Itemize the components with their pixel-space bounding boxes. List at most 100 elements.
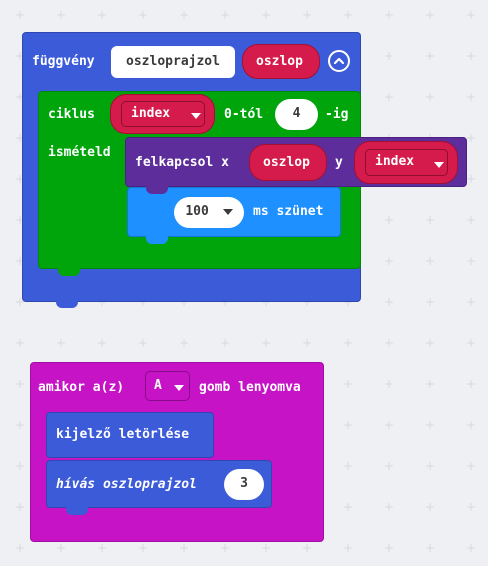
grid-plus-mark: + (261, 541, 272, 555)
grid-plus-mark: + (466, 377, 477, 391)
grid-plus-mark: + (425, 336, 436, 350)
grid-plus-mark: + (384, 377, 395, 391)
grid-plus-mark: + (466, 541, 477, 555)
grid-plus-mark: + (466, 336, 477, 350)
grid-plus-mark: + (425, 8, 436, 22)
grid-plus-mark: + (179, 541, 190, 555)
grid-plus-mark: + (425, 418, 436, 432)
grid-plus-mark: + (261, 8, 272, 22)
grid-plus-mark: + (138, 336, 149, 350)
grid-plus-mark: + (15, 90, 26, 104)
plot-y-label: y (335, 155, 343, 170)
function-param-oszlop[interactable]: oszlop (242, 44, 320, 79)
call-arg-field[interactable]: 3 (224, 469, 264, 500)
chevron-down-icon (428, 154, 444, 173)
loop-var-dropdown[interactable]: index (121, 101, 205, 127)
grid-plus-mark: + (384, 459, 395, 473)
grid-plus-mark: + (466, 500, 477, 514)
event-button-dropdown[interactable]: A (145, 371, 190, 401)
clear-screen-block[interactable] (46, 412, 214, 458)
grid-plus-mark: + (15, 49, 26, 63)
grid-plus-mark: + (15, 500, 26, 514)
plot-y-dropdown[interactable]: index (365, 149, 448, 176)
grid-plus-mark: + (384, 90, 395, 104)
grid-plus-mark: + (15, 418, 26, 432)
grid-plus-mark: + (343, 336, 354, 350)
grid-plus-mark: + (97, 336, 108, 350)
loop-to-label: -ig (325, 107, 349, 122)
event-label-prefix: amikor a(z) (38, 380, 125, 395)
grid-plus-mark: + (425, 541, 436, 555)
grid-plus-mark: + (220, 336, 231, 350)
chevron-down-icon (168, 377, 184, 396)
grid-plus-mark: + (179, 8, 190, 22)
grid-plus-mark: + (15, 172, 26, 186)
grid-plus-mark: + (15, 131, 26, 145)
grid-plus-mark: + (466, 213, 477, 227)
plot-block-notch (146, 186, 168, 194)
grid-plus-mark: + (343, 500, 354, 514)
grid-plus-mark: + (220, 541, 231, 555)
grid-plus-mark: + (384, 418, 395, 432)
grid-plus-mark: + (343, 295, 354, 309)
event-button-value: A (154, 378, 162, 393)
grid-plus-mark: + (179, 336, 190, 350)
pause-duration-value: 100 (185, 204, 209, 219)
grid-plus-mark: + (343, 377, 354, 391)
grid-plus-mark: + (15, 213, 26, 227)
loop-count-field[interactable]: 4 (275, 99, 318, 130)
pause-duration-dropdown[interactable]: 100 (174, 197, 244, 228)
grid-plus-mark: + (302, 295, 313, 309)
loop-var-pill[interactable]: index (110, 94, 215, 134)
grid-plus-mark: + (425, 295, 436, 309)
grid-plus-mark: + (384, 295, 395, 309)
grid-plus-mark: + (15, 295, 26, 309)
grid-plus-mark: + (466, 418, 477, 432)
loop-repeat-label: ismételd (48, 145, 111, 160)
grid-plus-mark: + (466, 90, 477, 104)
call-label: hívás oszloprajzol (56, 477, 197, 492)
grid-plus-mark: + (138, 8, 149, 22)
plot-y-value: index (375, 154, 415, 169)
plot-y-pill[interactable]: index (354, 141, 458, 184)
grid-plus-mark: + (343, 459, 354, 473)
grid-plus-mark: + (425, 213, 436, 227)
grid-plus-mark: + (466, 172, 477, 186)
grid-plus-mark: + (56, 336, 67, 350)
plot-x-oszlop[interactable]: oszlop (249, 144, 327, 181)
collapse-icon[interactable] (328, 50, 350, 72)
grid-plus-mark: + (15, 459, 26, 473)
grid-plus-mark: + (425, 377, 436, 391)
grid-plus-mark: + (179, 295, 190, 309)
grid-plus-mark: + (343, 541, 354, 555)
grid-plus-mark: + (15, 254, 26, 268)
grid-plus-mark: + (302, 541, 313, 555)
grid-plus-mark: + (343, 8, 354, 22)
grid-plus-mark: + (425, 90, 436, 104)
plot-label: felkapcsol x (135, 155, 229, 170)
grid-plus-mark: + (384, 8, 395, 22)
pause-label: ms szünet (253, 204, 324, 219)
grid-plus-mark: + (384, 541, 395, 555)
grid-plus-mark: + (56, 541, 67, 555)
grid-plus-mark: + (425, 459, 436, 473)
grid-plus-mark: + (425, 49, 436, 63)
grid-plus-mark: + (466, 295, 477, 309)
call-block-notch (66, 507, 88, 515)
grid-plus-mark: + (15, 377, 26, 391)
grid-plus-mark: + (384, 500, 395, 514)
pause-block-notch (146, 236, 168, 244)
grid-plus-mark: + (425, 500, 436, 514)
grid-plus-mark: + (384, 254, 395, 268)
grid-plus-mark: + (15, 541, 26, 555)
grid-plus-mark: + (466, 459, 477, 473)
grid-plus-mark: + (384, 336, 395, 350)
grid-plus-mark: + (138, 295, 149, 309)
grid-plus-mark: + (343, 418, 354, 432)
loop-keyword: ciklus (48, 107, 95, 122)
clear-screen-label: kijelző letörlése (56, 427, 190, 442)
grid-plus-mark: + (220, 295, 231, 309)
grid-plus-mark: + (97, 295, 108, 309)
function-name-field[interactable]: oszloprajzol (111, 46, 235, 78)
loop-block-notch (58, 268, 80, 276)
